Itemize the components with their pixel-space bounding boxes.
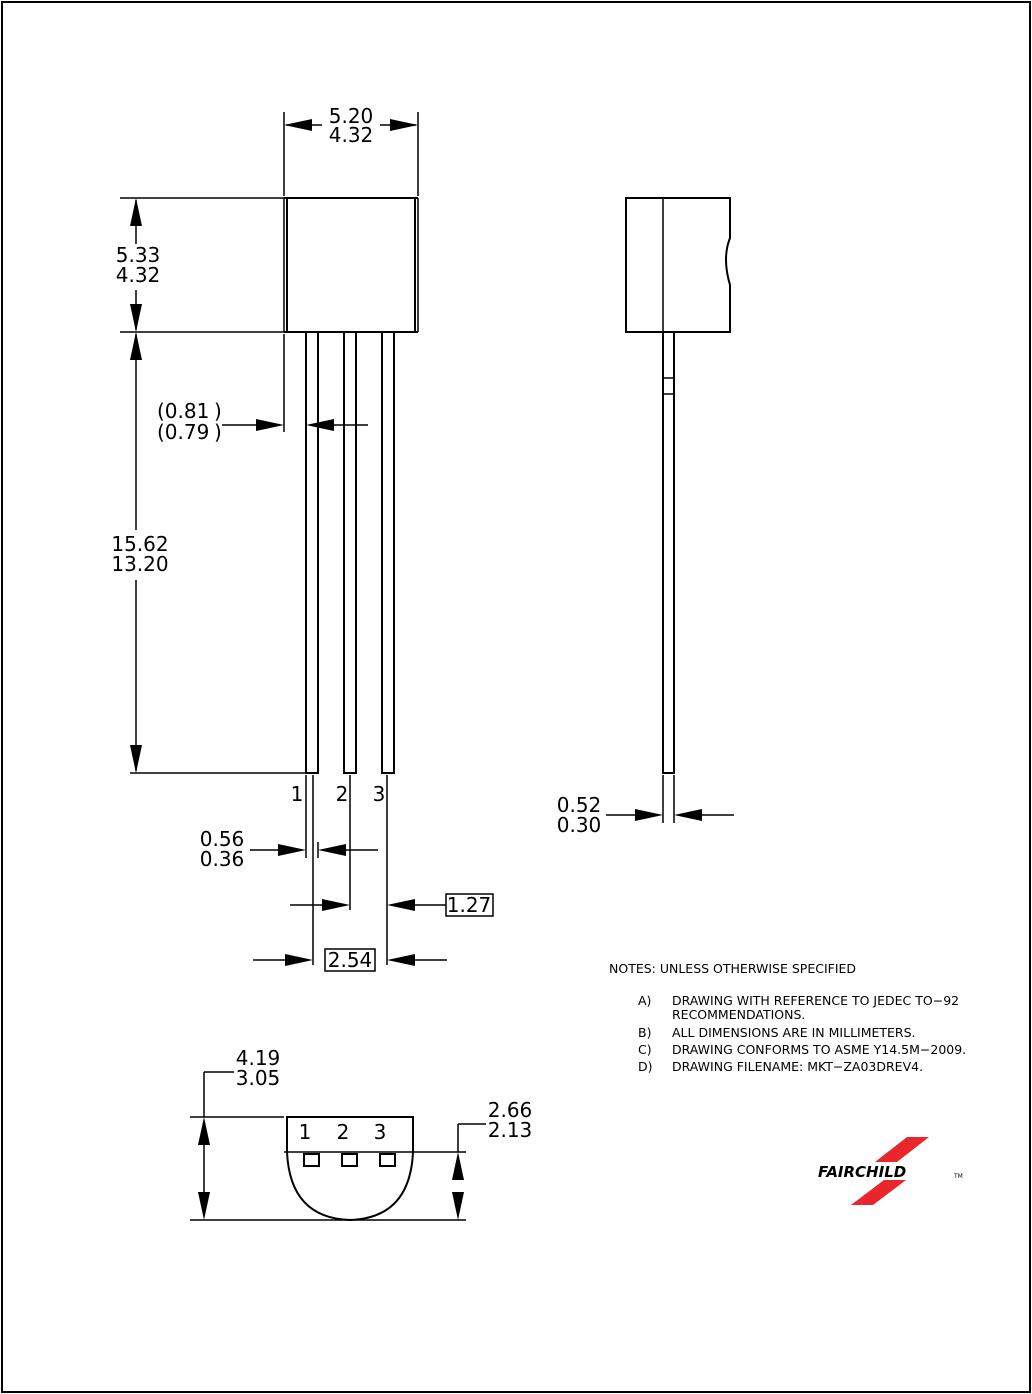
dim-offset-paren-close-2: ) (214, 420, 222, 444)
bottom-pin-label-3: 3 (374, 1120, 387, 1144)
dim-body-height-max: 5.33 (116, 243, 161, 267)
dim-lead-width-max: 0.56 (200, 827, 245, 851)
side-view: 0.52 0.30 (557, 197, 734, 837)
pin-label-1: 1 (291, 782, 304, 806)
note-a-key: A) (638, 993, 651, 1008)
dim-offset-paren-open-1: (0.81 (157, 399, 209, 423)
notes-title: NOTES: UNLESS OTHERWISE SPECIFIED (609, 961, 856, 976)
note-a-text-cont: RECOMMENDATIONS. (672, 1007, 805, 1022)
notes-block: NOTES: UNLESS OTHERWISE SPECIFIED A) DRA… (609, 961, 966, 1074)
lead-1 (305, 331, 319, 774)
logo-upper-stripe (875, 1137, 929, 1162)
side-lead (662, 331, 675, 774)
note-a-text: DRAWING WITH REFERENCE TO JEDEC TO−92 (672, 993, 959, 1008)
logo-lower-stripe (851, 1180, 906, 1205)
bottom-pin-label-1: 1 (299, 1120, 312, 1144)
dim-offset-paren-close-1: ) (214, 399, 222, 423)
front-view: 5.20 4.32 5.33 4.32 15.62 13.20 (0.81 (0… (111, 104, 494, 972)
fairchild-logo: FAIRCHILD TM (818, 1137, 963, 1205)
note-b-key: B) (638, 1025, 651, 1040)
lead-3 (381, 331, 395, 774)
front-body (286, 197, 416, 333)
logo-wordmark: FAIRCHILD (818, 1163, 906, 1181)
note-d-text: DRAWING FILENAME: MKT−ZA03DREV4. (672, 1059, 923, 1074)
dim-lead-length-min: 13.20 (111, 552, 168, 576)
note-b-text: ALL DIMENSIONS ARE IN MILLIMETERS. (672, 1025, 916, 1040)
dim-pitch-full: 2.54 (328, 948, 373, 972)
note-c-text: DRAWING CONFORMS TO ASME Y14.5M−2009. (672, 1042, 966, 1057)
note-d-key: D) (638, 1059, 653, 1074)
basic-dim-box-2-54 (324, 948, 376, 972)
dim-flat-depth-max: 2.66 (488, 1098, 533, 1122)
bottom-pin-label-2: 2 (337, 1120, 350, 1144)
basic-dim-box-1-27 (445, 893, 494, 917)
dim-body-width-min: 4.32 (329, 123, 374, 147)
side-body (625, 197, 731, 333)
lead-2 (343, 331, 357, 774)
dim-body-depth-max: 4.19 (236, 1046, 281, 1070)
dim-lead-length-max: 15.62 (111, 532, 168, 556)
bottom-view: 1 2 3 4.19 3.05 2.66 2.13 (190, 1046, 533, 1222)
dim-lead-thickness-max: 0.52 (557, 793, 602, 817)
logo-trademark: TM (953, 1173, 963, 1180)
dim-body-height-min: 4.32 (116, 263, 161, 287)
note-c-key: C) (638, 1042, 652, 1057)
dim-lead-thickness-min: 0.30 (557, 813, 602, 837)
pin-label-3: 3 (373, 782, 386, 806)
dim-offset-paren-open-2: (0.79 (157, 420, 209, 444)
dim-pitch-half: 1.27 (447, 893, 492, 917)
bottom-pin-3 (379, 1153, 396, 1167)
bottom-pin-1 (303, 1153, 320, 1167)
dim-flat-depth-min: 2.13 (488, 1118, 533, 1142)
dim-body-width-max: 5.20 (329, 104, 374, 128)
pin-label-2: 2 (336, 782, 349, 806)
dim-lead-width-min: 0.36 (200, 847, 245, 871)
dim-body-depth-min: 3.05 (236, 1066, 281, 1090)
bottom-pin-2 (341, 1153, 358, 1167)
